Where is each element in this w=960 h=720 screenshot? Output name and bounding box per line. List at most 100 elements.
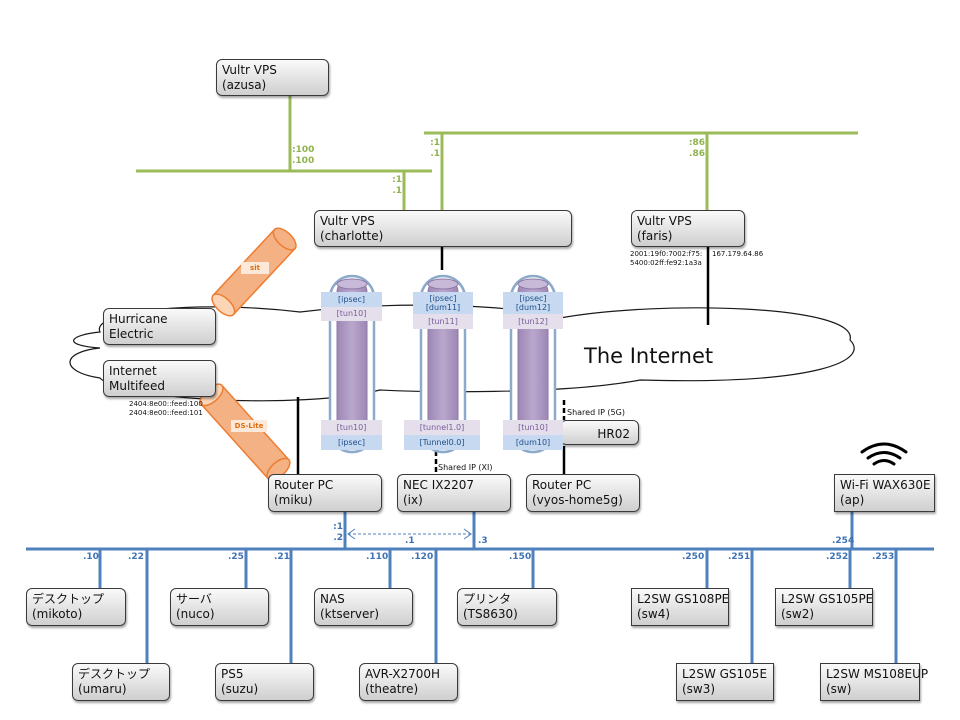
node-host: (ix) xyxy=(403,493,423,507)
sw2-address: .252 xyxy=(826,552,849,562)
charlotte-b-v6: :1 xyxy=(430,138,440,148)
ix-lan-address: .3 xyxy=(478,536,488,546)
node-vultr-faris[interactable]: Vultr VPS (faris) xyxy=(631,210,745,247)
node-switch-sw4[interactable]: L2SW GS108PE (sw4) xyxy=(631,588,729,626)
node-title: NAS xyxy=(320,592,345,606)
tunnel-bottom-tun: [tun10] xyxy=(321,420,382,435)
azusa-address: :100 .100 xyxy=(292,145,314,167)
node-host: (nuco) xyxy=(176,607,215,621)
node-hr02[interactable]: HR02 xyxy=(560,420,639,445)
charlotte-address-b: :1 .1 xyxy=(418,138,440,160)
sw4-address: .250 xyxy=(682,552,705,562)
node-host: (sw) xyxy=(826,682,852,696)
tunnel-top-tun: [tun10] xyxy=(321,307,382,321)
node-host: (ktserver) xyxy=(320,607,380,621)
printer-address: .150 xyxy=(509,552,532,562)
node-server-nuco[interactable]: サーバ (nuco) xyxy=(170,588,269,626)
charlotte-a-v4: .1 xyxy=(392,186,402,196)
node-switch-sw[interactable]: L2SW MS108EUP (sw) xyxy=(820,663,928,701)
vip-arrow xyxy=(347,528,472,540)
tunnel-top-interface: [ipsec] xyxy=(321,292,382,307)
node-wifi-ap[interactable]: Wi-Fi WAX630E (ap) xyxy=(834,474,935,512)
sit-tunnel-label: sit xyxy=(241,262,269,274)
node-title: デスクトップ xyxy=(32,592,105,606)
mikoto-address: .10 xyxy=(83,552,99,562)
sw-address: .253 xyxy=(872,552,895,562)
node-vultr-charlotte[interactable]: Vultr VPS (charlotte) xyxy=(314,210,572,247)
tunnel-top-tun: [tun11] xyxy=(413,314,473,329)
faris-v4: .86 xyxy=(689,149,705,159)
nuco-address: .25 xyxy=(228,552,244,562)
azusa-v4: .100 xyxy=(292,156,315,166)
faris-address-green: :86 .86 xyxy=(680,138,705,160)
node-title: サーバ xyxy=(176,592,212,606)
faris-ipv4: 167.179.64.86 xyxy=(712,250,764,258)
node-host: (miku) xyxy=(274,493,313,507)
node-host: (sw4) xyxy=(637,607,671,621)
tunnel-bottom-tun: [tun10] xyxy=(503,420,563,435)
tunnel-top-interface: [ipsec] [dum12] xyxy=(503,292,563,314)
node-host: (faris) xyxy=(637,229,673,243)
ap-lan-address: .254 xyxy=(832,536,855,546)
node-host: Multifeed xyxy=(109,379,165,393)
faris-ipv6-line1: 2001:19f0:7002:f75: xyxy=(630,250,703,258)
node-title: L2SW GS108PE xyxy=(637,592,730,606)
faris-v6: :86 xyxy=(688,138,705,148)
node-host: (sw3) xyxy=(682,682,716,696)
azusa-v6: :100 xyxy=(292,145,315,155)
node-router-miku[interactable]: Router PC (miku) xyxy=(268,474,382,512)
tunnel-bottom-interface: [ipsec] xyxy=(321,435,382,450)
node-internet-multifeed[interactable]: Internet Multifeed xyxy=(103,360,216,397)
node-vultr-azusa[interactable]: Vultr VPS (azusa) xyxy=(216,59,329,96)
faris-ipv6-line2: 5400:02ff:fe92:1a3a xyxy=(630,259,702,267)
tunnel-bottom-interface: [dum10] xyxy=(503,435,563,450)
umaru-address: .22 xyxy=(128,552,144,562)
tunnel-top-dummy: [dum12] xyxy=(515,303,551,312)
node-host: (TS8630) xyxy=(463,607,518,621)
charlotte-address-a: :1 .1 xyxy=(380,175,402,197)
node-hurricane-electric[interactable]: Hurricane Electric xyxy=(103,308,216,345)
node-host: (mikoto) xyxy=(32,607,83,621)
node-title: L2SW GS105PE xyxy=(781,592,874,606)
node-host: (suzu) xyxy=(221,682,259,696)
node-host: (theatre) xyxy=(365,682,419,696)
node-host: (azusa) xyxy=(222,78,267,92)
node-title: Vultr VPS xyxy=(222,63,277,77)
node-title: Vultr VPS xyxy=(320,214,375,228)
theatre-address: .120 xyxy=(411,552,434,562)
shared-ip-xi-label: Shared IP (XI) xyxy=(438,463,493,472)
node-host: (ap) xyxy=(840,493,865,507)
node-host: (sw2) xyxy=(781,607,815,621)
miku-lan-v4: .2 xyxy=(333,533,343,543)
node-title: PS5 xyxy=(221,667,244,681)
wan-links xyxy=(296,247,710,474)
mfeed-aftr-address: 2404:8e00::feed:100 2404:8e00::feed:101 xyxy=(129,400,203,418)
node-title: HR02 xyxy=(597,427,630,441)
node-ps5-suzu[interactable]: PS5 (suzu) xyxy=(215,663,314,701)
tunnel-top-dummy: [dum11] xyxy=(425,303,461,312)
tunnel-top-ipsec: [ipsec] xyxy=(519,294,547,303)
ktserver-address: .110 xyxy=(366,552,389,562)
wifi-icon xyxy=(860,442,908,466)
node-nec-ix2207[interactable]: NEC IX2207 (ix) xyxy=(397,474,511,512)
node-switch-sw3[interactable]: L2SW GS105E (sw3) xyxy=(676,663,774,701)
node-switch-sw2[interactable]: L2SW GS105PE (sw2) xyxy=(775,588,873,626)
node-desktop-umaru[interactable]: デスクトップ (umaru) xyxy=(72,663,170,701)
node-title: Vultr VPS xyxy=(637,214,692,228)
dslite-tunnel-label: DS-Lite xyxy=(231,420,267,432)
node-desktop-mikoto[interactable]: デスクトップ (mikoto) xyxy=(26,588,126,626)
node-title: AVR-X2700H xyxy=(365,667,441,681)
miku-lan-v6: :1 xyxy=(333,522,343,532)
internet-label: The Internet xyxy=(584,344,714,368)
node-nas-ktserver[interactable]: NAS (ktserver) xyxy=(314,588,413,626)
node-printer[interactable]: プリンタ (TS8630) xyxy=(457,588,557,626)
node-title: Internet xyxy=(109,364,157,378)
tunnel-top-ipsec: [ipsec] xyxy=(429,294,457,303)
node-avr-theatre[interactable]: AVR-X2700H (theatre) xyxy=(359,663,458,701)
node-title: Router PC xyxy=(532,478,592,492)
tunnel-top-tun: [tun12] xyxy=(503,314,563,329)
node-router-vyos[interactable]: Router PC (vyos-home5g) xyxy=(526,474,640,512)
vip-address: .1 xyxy=(405,536,415,546)
shared-ip-5g-label: Shared IP (5G) xyxy=(567,408,625,417)
